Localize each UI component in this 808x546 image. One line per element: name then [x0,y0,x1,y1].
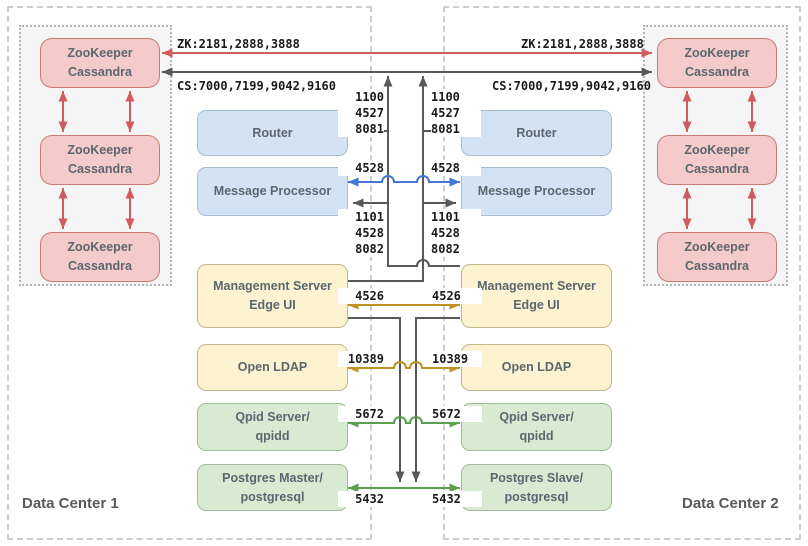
dc2-zk-internal-arrows [682,91,757,229]
ldap-crossdc-arrow [348,361,460,373]
zk-ports-label-left: ZK:2181,2888,3888 [177,37,300,51]
dc2-boundary [443,6,801,540]
router-ports-label-dc1: 1100 4527 8081 [338,89,384,137]
dc1-zk-node-1: ZooKeeper Cassandra [40,38,160,88]
dc2-zk-node-3: ZooKeeper Cassandra [657,232,777,282]
dc1-zk-internal-arrows [58,91,135,229]
dc1-message-processor-box: Message Processor [197,167,348,216]
cs-ports-label-right: CS:7000,7199,9042,9160 [492,79,651,93]
postgres-port-label-dc2: 5432 [432,491,482,507]
dc1-postgres-box: Postgres Master/ postgresql [197,464,348,511]
mp-port-label-dc1: 4528 [338,160,384,176]
dc2-message-processor-box: Message Processor [461,167,612,216]
management-port-label-dc2: 4526 [432,288,482,304]
dc1-openldap-box: Open LDAP [197,344,348,391]
dc1-zk-node-3: ZooKeeper Cassandra [40,232,160,282]
zk-ports-label-right: ZK:2181,2888,3888 [521,37,644,51]
dc2-router-box: Router [461,110,612,156]
dc1-management-server-box: Management Server Edge UI [197,264,348,328]
ldap-port-label-dc2: 10389 [432,351,482,367]
dc1-router-box: Router [197,110,348,156]
mp-ports-label-dc1: 1101 4528 8082 [338,209,384,257]
dc1-ms-to-postgres-bus [348,317,405,482]
dc1-qpid-box: Qpid Server/ qpidd [197,403,348,451]
dc2-zk-node-2: ZooKeeper Cassandra [657,135,777,185]
dc2-ms-to-postgres-bus [411,317,460,482]
dc2-management-server-box: Management Server Edge UI [461,264,612,328]
ldap-port-label-dc1: 10389 [338,351,384,367]
dc2-openldap-box: Open LDAP [461,344,612,391]
router-ports-label-dc2: 1100 4527 8081 [431,89,481,137]
dc2-zk-node-1: ZooKeeper Cassandra [657,38,777,88]
dc2-qpid-box: Qpid Server/ qpidd [461,403,612,451]
mp-ports-label-dc2: 1101 4528 8082 [431,209,481,257]
dc2-ms-to-cs-bus [383,76,460,267]
qpid-crossdc-arrow [348,416,460,428]
qpid-port-label-dc1: 5672 [338,406,384,422]
dc2-label: Data Center 2 [682,495,779,512]
mp-crossdc-arrow [348,175,460,187]
dc1-label: Data Center 1 [22,495,119,512]
mp-port-label-dc2: 4528 [431,160,481,176]
cs-ports-label-left: CS:7000,7199,9042,9160 [177,79,336,93]
qpid-port-label-dc2: 5672 [432,406,482,422]
dc1-boundary [7,6,372,540]
postgres-port-label-dc1: 5432 [338,491,384,507]
management-port-label-dc1: 4526 [338,288,384,304]
dc2-postgres-box: Postgres Slave/ postgresql [461,464,612,511]
dc1-zk-node-2: ZooKeeper Cassandra [40,135,160,185]
dc1-ms-to-cs-bus [348,76,428,282]
